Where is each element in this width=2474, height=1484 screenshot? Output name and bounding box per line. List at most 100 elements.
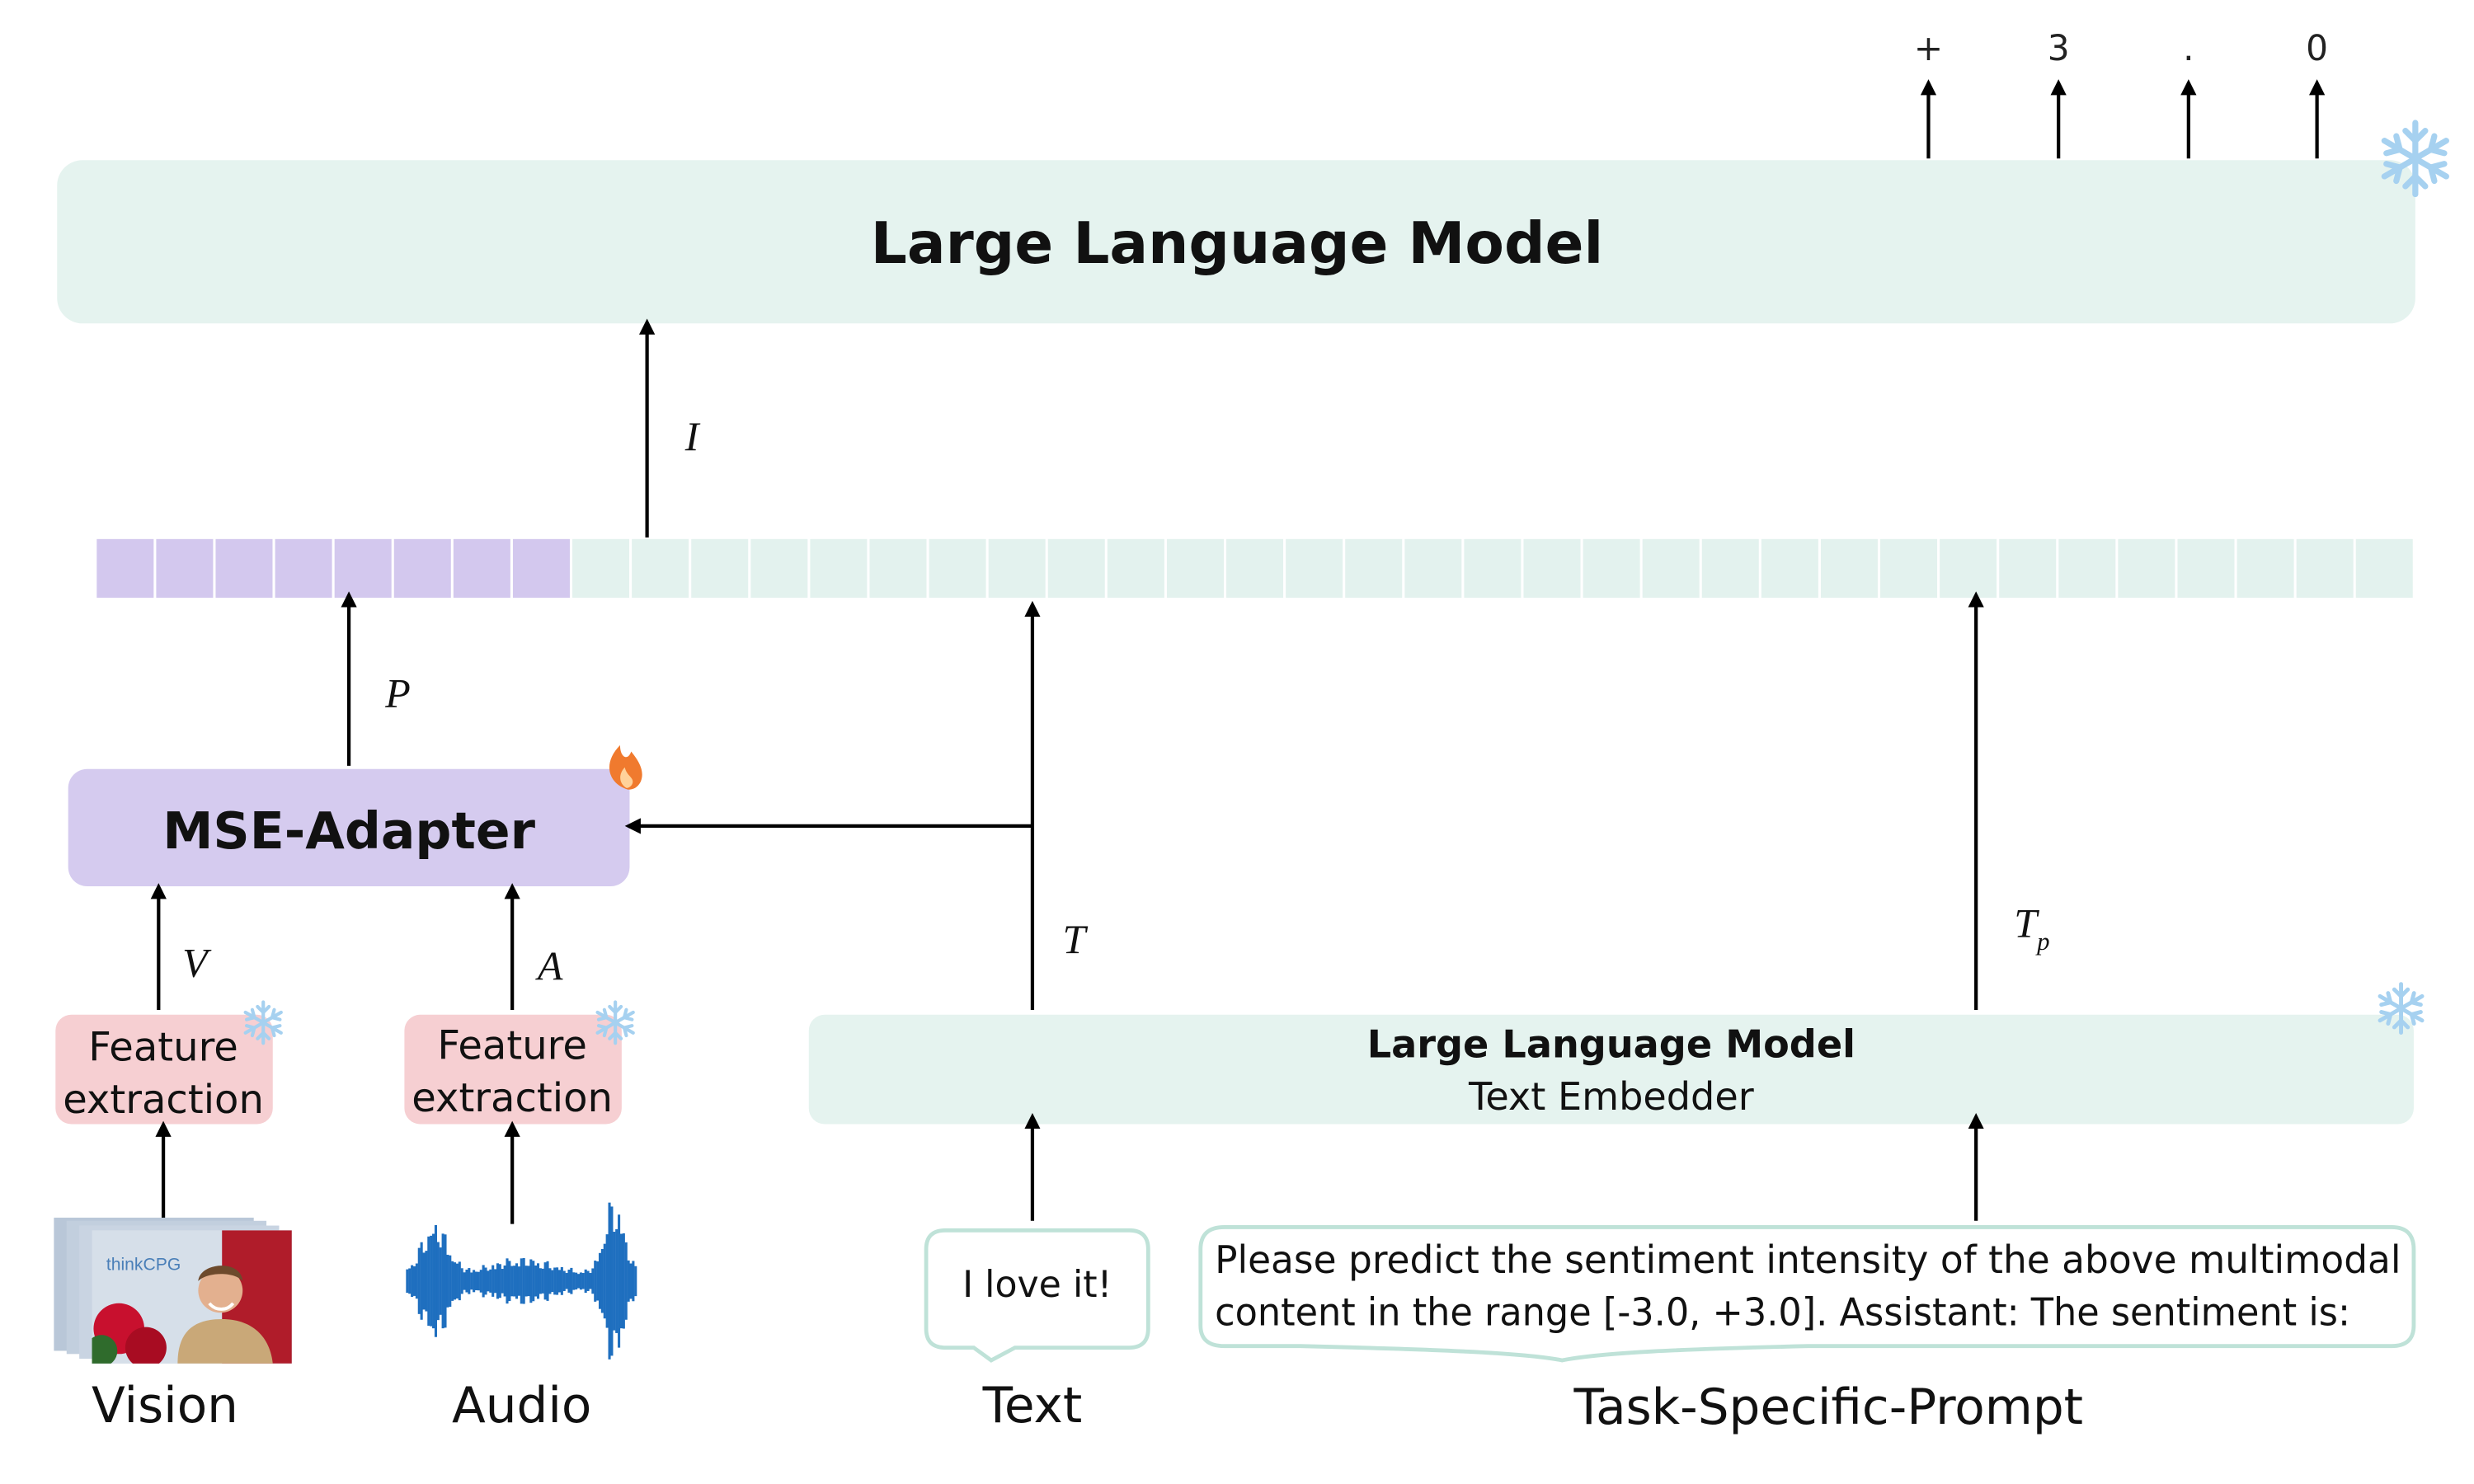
text-token-cell [1345, 538, 1403, 598]
adapter-token-cell [96, 538, 154, 598]
audio-feature-extraction [404, 1014, 622, 1125]
prompt-label: Task-Specific-Prompt [1573, 1379, 2084, 1436]
waveform-bar [613, 1232, 616, 1331]
text-embedder-subtitle: Text Embedder [1468, 1074, 1754, 1119]
output-token: . [2183, 28, 2194, 68]
adapter-token-cell [156, 538, 214, 598]
label-a: A [535, 942, 563, 989]
waveform-bar [527, 1266, 530, 1297]
text-token-cell [2177, 538, 2235, 598]
waveform-bar [501, 1269, 504, 1294]
waveform-bar [454, 1262, 457, 1300]
waveform-bar [510, 1266, 514, 1297]
label-t: T [1062, 916, 1088, 962]
waveform-bar [629, 1263, 633, 1299]
text-label: Text [982, 1378, 1083, 1435]
text-token-cell [1820, 538, 1878, 598]
waveform-bar [436, 1242, 440, 1321]
waveform-bar [422, 1252, 426, 1310]
waveform-bar [598, 1252, 602, 1309]
text-token-cell [810, 538, 868, 598]
waveform-bar [608, 1202, 611, 1360]
text-token-cell [2296, 538, 2354, 598]
vision-feature-line2: extraction [63, 1077, 264, 1123]
waveform-bar [432, 1233, 435, 1329]
text-bubble [924, 1228, 1150, 1363]
waveform-bar [591, 1268, 595, 1294]
waveform-bar [603, 1243, 606, 1319]
waveform-bar [479, 1270, 482, 1293]
waveform-bar [581, 1273, 585, 1289]
waveform-bar [477, 1271, 480, 1291]
adapter-token-cell [393, 538, 451, 598]
adapter-token-cell [453, 538, 510, 598]
output-token: 0 [2306, 28, 2328, 68]
waveform-bar [532, 1261, 535, 1302]
waveform-bar [460, 1268, 463, 1294]
waveform-bar [470, 1272, 473, 1290]
waveform-bar [572, 1272, 576, 1290]
waveform-bar [508, 1261, 511, 1302]
waveform-bar [610, 1206, 614, 1356]
vision-feature-line1: Feature [88, 1025, 238, 1071]
text-token-cell [929, 538, 986, 598]
text-token-cell [1761, 538, 1818, 598]
text-token-cell [1166, 538, 1224, 598]
text-token-cell [1286, 538, 1343, 598]
text-token-cell [1226, 538, 1284, 598]
vision-feature-extraction [55, 1014, 273, 1125]
waveform-bar [548, 1268, 552, 1294]
text-token-cell [1642, 538, 1700, 598]
waveform-bar [427, 1236, 430, 1327]
waveform-bar [551, 1270, 554, 1293]
adapter-token-cell [334, 538, 392, 598]
video-caption: thinkCPG [106, 1255, 181, 1274]
waveform-bar [494, 1269, 497, 1294]
text-token-cell [2236, 538, 2294, 598]
adapter-token-cell [512, 538, 570, 598]
waveform-bar [556, 1267, 559, 1295]
output-token-arrows [1920, 79, 2326, 159]
waveform-bar [594, 1261, 597, 1302]
text-token-cell [1523, 538, 1581, 598]
waveform-bar [589, 1273, 592, 1289]
text-token-cell [2058, 538, 2116, 598]
waveform-bar [524, 1266, 528, 1297]
waveform-bar [441, 1233, 444, 1329]
waveform-bar [522, 1257, 525, 1304]
waveform-bar [506, 1258, 509, 1304]
waveform-bar [489, 1269, 492, 1293]
waveform-bar [439, 1247, 442, 1315]
waveform-bar [420, 1242, 423, 1320]
waveform-bar [458, 1261, 461, 1301]
waveform-bar [520, 1258, 523, 1304]
llm-block [57, 160, 2415, 324]
prompt-line2: content in the range [-3.0, +3.0]. Assis… [1215, 1290, 2350, 1335]
waveform-bar [415, 1263, 418, 1299]
audio-feature-line1: Feature [437, 1023, 587, 1069]
waveform-bar [468, 1268, 471, 1294]
waveform-bar [498, 1264, 501, 1298]
label-i: I [684, 413, 701, 459]
label-tp: Tp [2014, 900, 2049, 956]
text-token-cell [691, 538, 749, 598]
mse-adapter-title: MSE-Adapter [162, 801, 535, 861]
waveform-bar [565, 1273, 568, 1289]
text-token-cell [2355, 538, 2413, 598]
waveform-bar [584, 1269, 587, 1294]
waveform-bar [562, 1270, 566, 1291]
waveform-bar [619, 1233, 623, 1329]
waveform-bar [451, 1261, 454, 1301]
label-v: V [182, 940, 212, 986]
waveform-bar [543, 1262, 547, 1300]
text-token-cell [988, 538, 1046, 598]
waveform-bar [455, 1263, 459, 1298]
waveform-bar [624, 1242, 628, 1320]
waveform-bar [474, 1271, 478, 1290]
prompt-bubble [1198, 1225, 2416, 1363]
waveform-bar [546, 1261, 549, 1301]
adapter-token-cell [215, 538, 273, 598]
waveform-bar [503, 1266, 506, 1297]
waveform-bar [465, 1270, 468, 1293]
